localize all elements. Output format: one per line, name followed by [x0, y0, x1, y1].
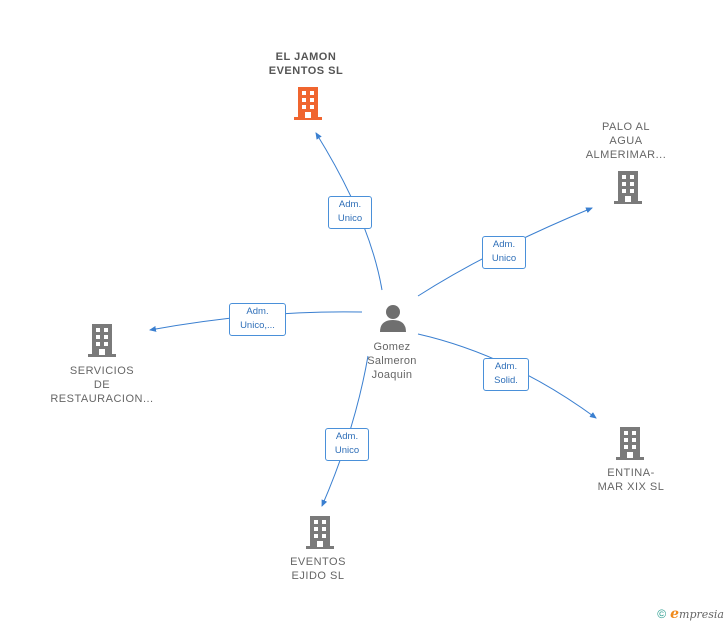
copyright-icon: © — [657, 607, 667, 621]
company-name: PALO AL AGUA ALMERIMAR... — [585, 121, 667, 161]
role-badge-eventos-ejido[interactable]: Adm. Unico — [325, 428, 369, 461]
company-name: SERVICIOS DE RESTAURACION... — [50, 365, 154, 405]
role-badge-servicios[interactable]: Adm. Unico,... — [229, 303, 286, 336]
footer-branding: © empresia — [657, 606, 724, 622]
company-name: ENTINA- MAR XIX SL — [597, 467, 665, 493]
company-name: EL JAMON EVENTOS SL — [268, 51, 344, 77]
person-name: Gomez Salmeron Joaquin — [367, 341, 417, 381]
building-icon — [614, 171, 642, 204]
company-name: EVENTOS EJIDO SL — [290, 556, 346, 582]
building-icon — [294, 87, 322, 120]
building-icon — [88, 324, 116, 357]
role-badge-entina-mar[interactable]: Adm. Solid. — [483, 358, 529, 391]
role-badge-el-jamon[interactable]: Adm. Unico — [328, 196, 372, 229]
building-icon — [306, 516, 334, 549]
building-icon — [616, 427, 644, 460]
brand-logo: empresia — [670, 606, 724, 622]
person-icon — [380, 305, 406, 332]
role-badge-palo-al-agua[interactable]: Adm. Unico — [482, 236, 526, 269]
